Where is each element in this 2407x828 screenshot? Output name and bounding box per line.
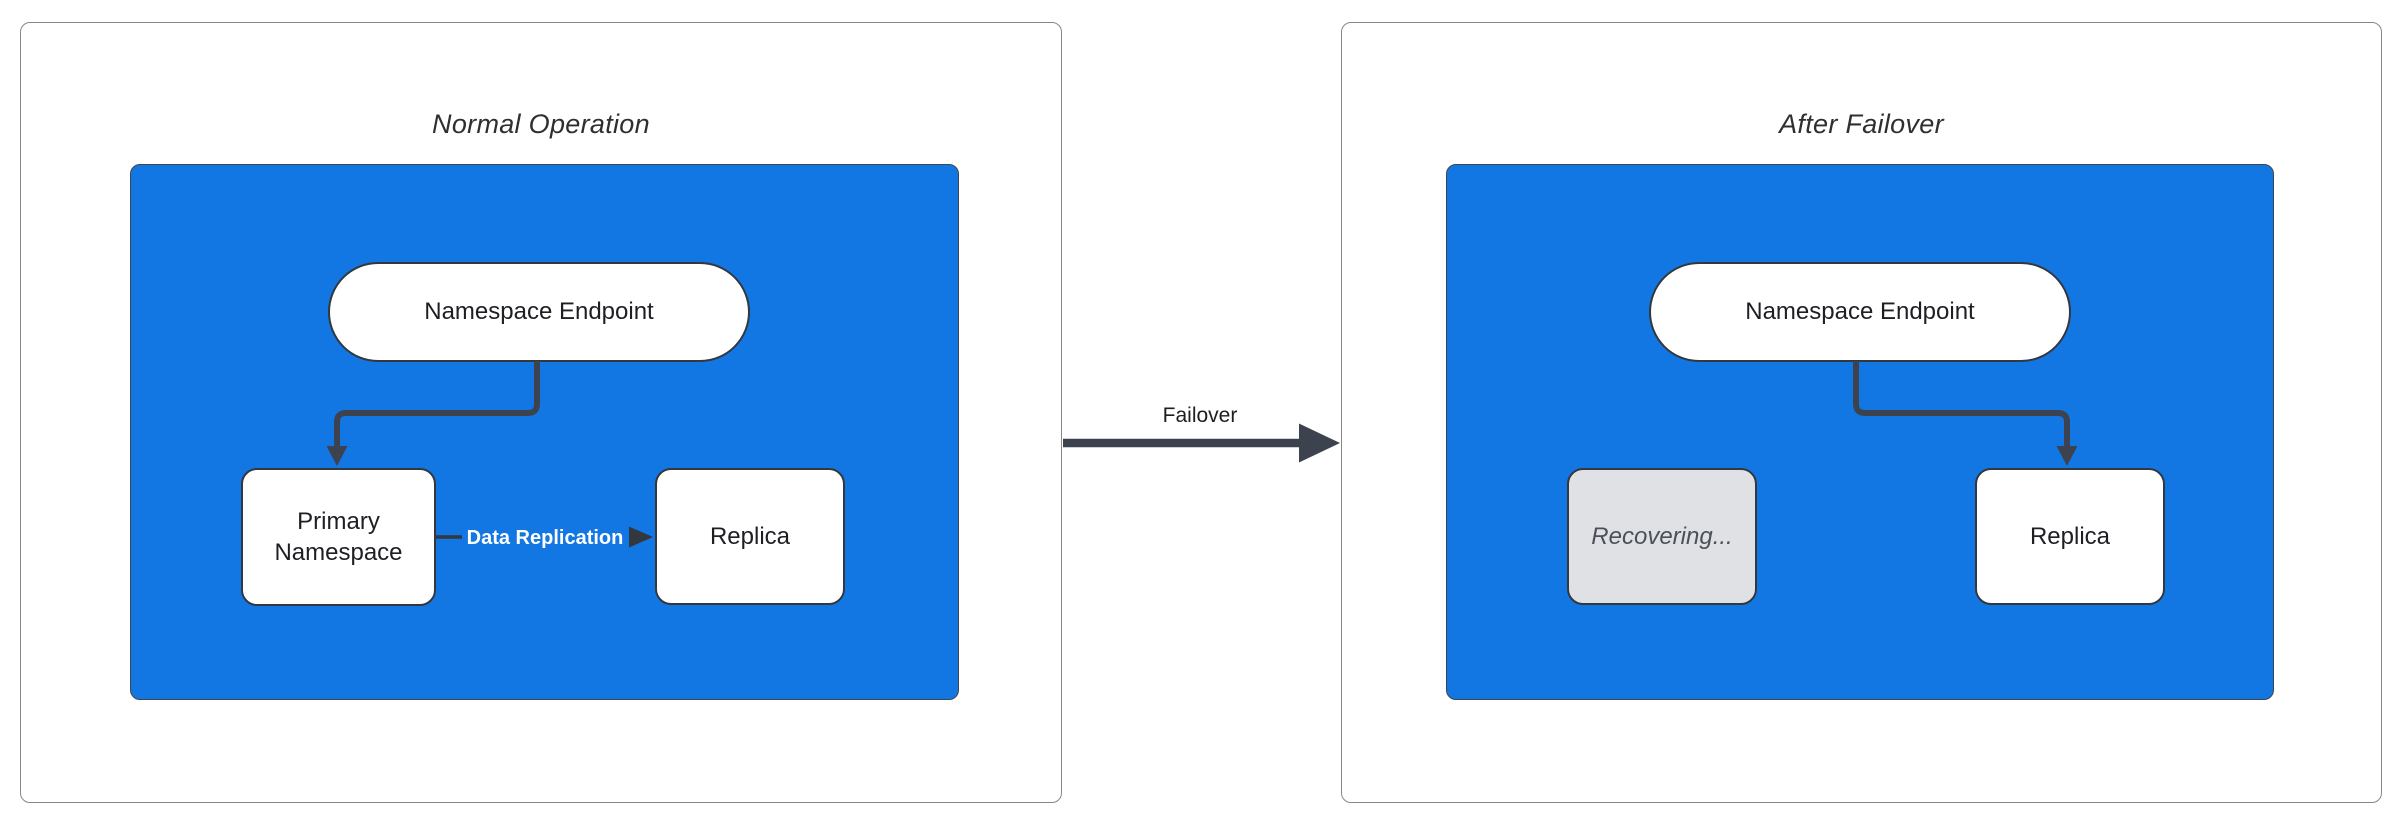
node-replica: Replica [1975, 468, 2165, 605]
node-primary-namespace: Primary Namespace [241, 468, 436, 606]
node-replica: Replica [655, 468, 845, 605]
panel-title-after-failover: After Failover [1779, 109, 1944, 139]
node-recovering: Recovering... [1567, 468, 1757, 605]
failover-arrowhead [1299, 423, 1340, 463]
node-namespace-endpoint: Namespace Endpoint [328, 262, 750, 362]
panel-title-normal-operation: Normal Operation [432, 109, 650, 139]
cluster-normal-operation: Namespace Endpoint Primary Namespace Rep… [130, 164, 959, 700]
after-failover-panel: After Failover Namespace Endpoint Recove… [1341, 22, 2382, 803]
failover-label: Failover [1163, 404, 1238, 427]
cluster-after-failover: Namespace Endpoint Recovering... Replica [1446, 164, 2274, 700]
node-namespace-endpoint: Namespace Endpoint [1649, 262, 2071, 362]
normal-operation-panel: Normal Operation Namespace Endpoint Prim… [20, 22, 1062, 803]
